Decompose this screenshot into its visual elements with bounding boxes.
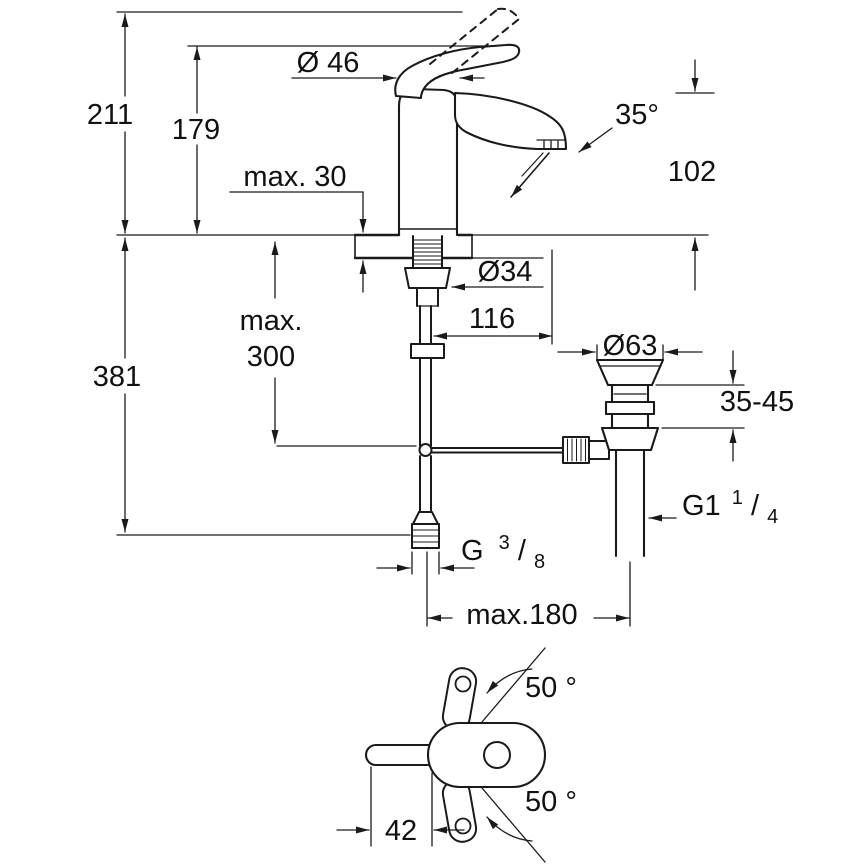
dim-179-label: 179 xyxy=(172,114,220,146)
g38-sub: 8 xyxy=(534,551,545,573)
supply-hose xyxy=(419,357,432,513)
dim-dia46-label: Ø 46 xyxy=(297,47,360,79)
dim-g114-label: G1 1 / 4 xyxy=(682,479,778,528)
g114-main: G1 xyxy=(682,490,721,522)
g114-slash: / xyxy=(751,490,760,522)
drain-nut xyxy=(600,426,660,452)
aerator xyxy=(536,139,567,150)
faucet-side-view xyxy=(394,7,568,237)
drain-flange xyxy=(595,358,665,387)
faucet-top-view xyxy=(364,647,547,863)
dim-max30-label: max. 30 xyxy=(243,161,346,193)
drain-tailpipe xyxy=(614,448,646,558)
lever-handle xyxy=(394,43,521,100)
dim-42-label: 42 xyxy=(385,815,417,847)
knurled-adjuster xyxy=(562,436,590,464)
dim-max300-label-line1: max. xyxy=(240,305,303,337)
dim-max300-label-line2: 300 xyxy=(247,341,295,373)
g38-sup: 3 xyxy=(499,532,510,554)
dim-max180-label: max.180 xyxy=(466,599,577,631)
g114-sup: 1 xyxy=(732,487,743,509)
mounting-surface xyxy=(353,233,474,260)
dimension-labels: 211 179 Ø 46 35° 102 max. 30 381 max. 30… xyxy=(87,47,794,847)
dim-381-label: 381 xyxy=(93,361,141,393)
dim-dia34-label: Ø34 xyxy=(478,256,533,288)
drain-assembly xyxy=(562,358,665,558)
threaded-shank xyxy=(412,235,443,269)
check-valve xyxy=(411,511,440,549)
dim-50-upper-label: 50 ° xyxy=(525,672,577,704)
faucet-body xyxy=(397,87,459,237)
top-view-cartridge xyxy=(483,741,511,769)
g114-sub: 4 xyxy=(767,506,778,528)
dimension-lines xyxy=(116,11,745,847)
dim-35deg-label: 35° xyxy=(615,99,659,131)
g38-main: G xyxy=(461,535,484,567)
hose-coupling xyxy=(410,343,445,359)
dim-3545-label: 35-45 xyxy=(720,386,794,418)
dim-35deg-leader xyxy=(578,127,613,153)
supply-stem xyxy=(416,287,439,345)
rod-ball-joint xyxy=(418,443,433,457)
drain-body xyxy=(604,383,656,430)
water-stream-line xyxy=(521,152,544,177)
under-counter-assembly xyxy=(404,235,564,549)
dim-102-label: 102 xyxy=(668,156,716,188)
dim-211-label: 211 xyxy=(87,99,133,131)
swivel-arc-lower xyxy=(486,816,533,842)
handle-position-lower xyxy=(441,779,478,843)
dim-dia63-label: Ø63 xyxy=(603,330,658,362)
pop-up-rod xyxy=(428,447,564,454)
swivel-arc-upper xyxy=(486,668,533,694)
swivel-angle-lines xyxy=(481,647,546,863)
dim-50-lower-label: 50 ° xyxy=(525,786,577,818)
top-view-body xyxy=(426,721,547,789)
mounting-nut xyxy=(404,267,451,289)
g38-slash: / xyxy=(518,535,527,567)
dim-116-label: 116 xyxy=(469,303,515,335)
water-stream-arrow xyxy=(510,152,550,198)
dim-g38-label: G 3 / 8 xyxy=(461,524,545,573)
